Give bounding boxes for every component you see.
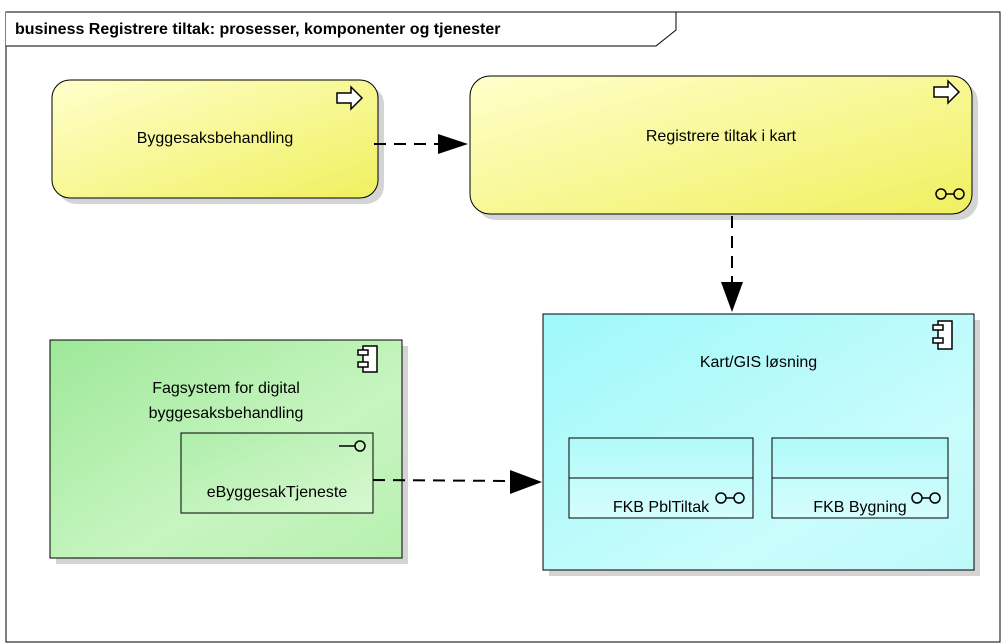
interface-label: eByggesakTjeneste — [206, 484, 348, 501]
arrow-right-icon — [933, 79, 961, 105]
component-icon — [357, 345, 378, 373]
arrowhead-icon — [510, 470, 542, 494]
connector-process-to-process[interactable] — [374, 134, 468, 154]
arrow-right-icon — [336, 85, 364, 111]
connector-interface-to-kart[interactable] — [372, 470, 542, 494]
component-icon — [932, 320, 953, 350]
connector-process-to-kart[interactable] — [721, 216, 743, 312]
service-link-icon — [715, 492, 745, 504]
component-label-kart-gis: Kart/GIS løsning — [699, 354, 818, 371]
service-link-icon — [935, 188, 965, 200]
process-label-registrere-tiltak: Registrere tiltak i kart — [645, 128, 797, 145]
process-label-byggesaksbehandling: Byggesaksbehandling — [136, 130, 294, 147]
diagram-title: business Registrere tiltak: prosesser, k… — [15, 21, 501, 38]
component-label-line2: byggesaksbehandling — [148, 405, 304, 422]
arrowhead-icon — [438, 134, 468, 154]
data-object-fkb-pbltiltak[interactable] — [568, 437, 754, 519]
process-registrere-tiltak[interactable] — [469, 75, 973, 215]
process-byggesaksbehandling[interactable] — [51, 79, 379, 199]
component-label-line1: Fagsystem for digital — [152, 380, 300, 397]
data-object-label-pbltiltak: FKB PblTiltak — [612, 499, 710, 516]
arrowhead-icon — [721, 282, 743, 312]
lollipop-interface-icon — [339, 440, 366, 452]
data-object-fkb-bygning[interactable] — [771, 437, 949, 519]
service-link-icon — [911, 492, 941, 504]
interface-ebyggesaktjeneste[interactable] — [180, 432, 374, 514]
data-object-label-bygning: FKB Bygning — [813, 499, 907, 516]
